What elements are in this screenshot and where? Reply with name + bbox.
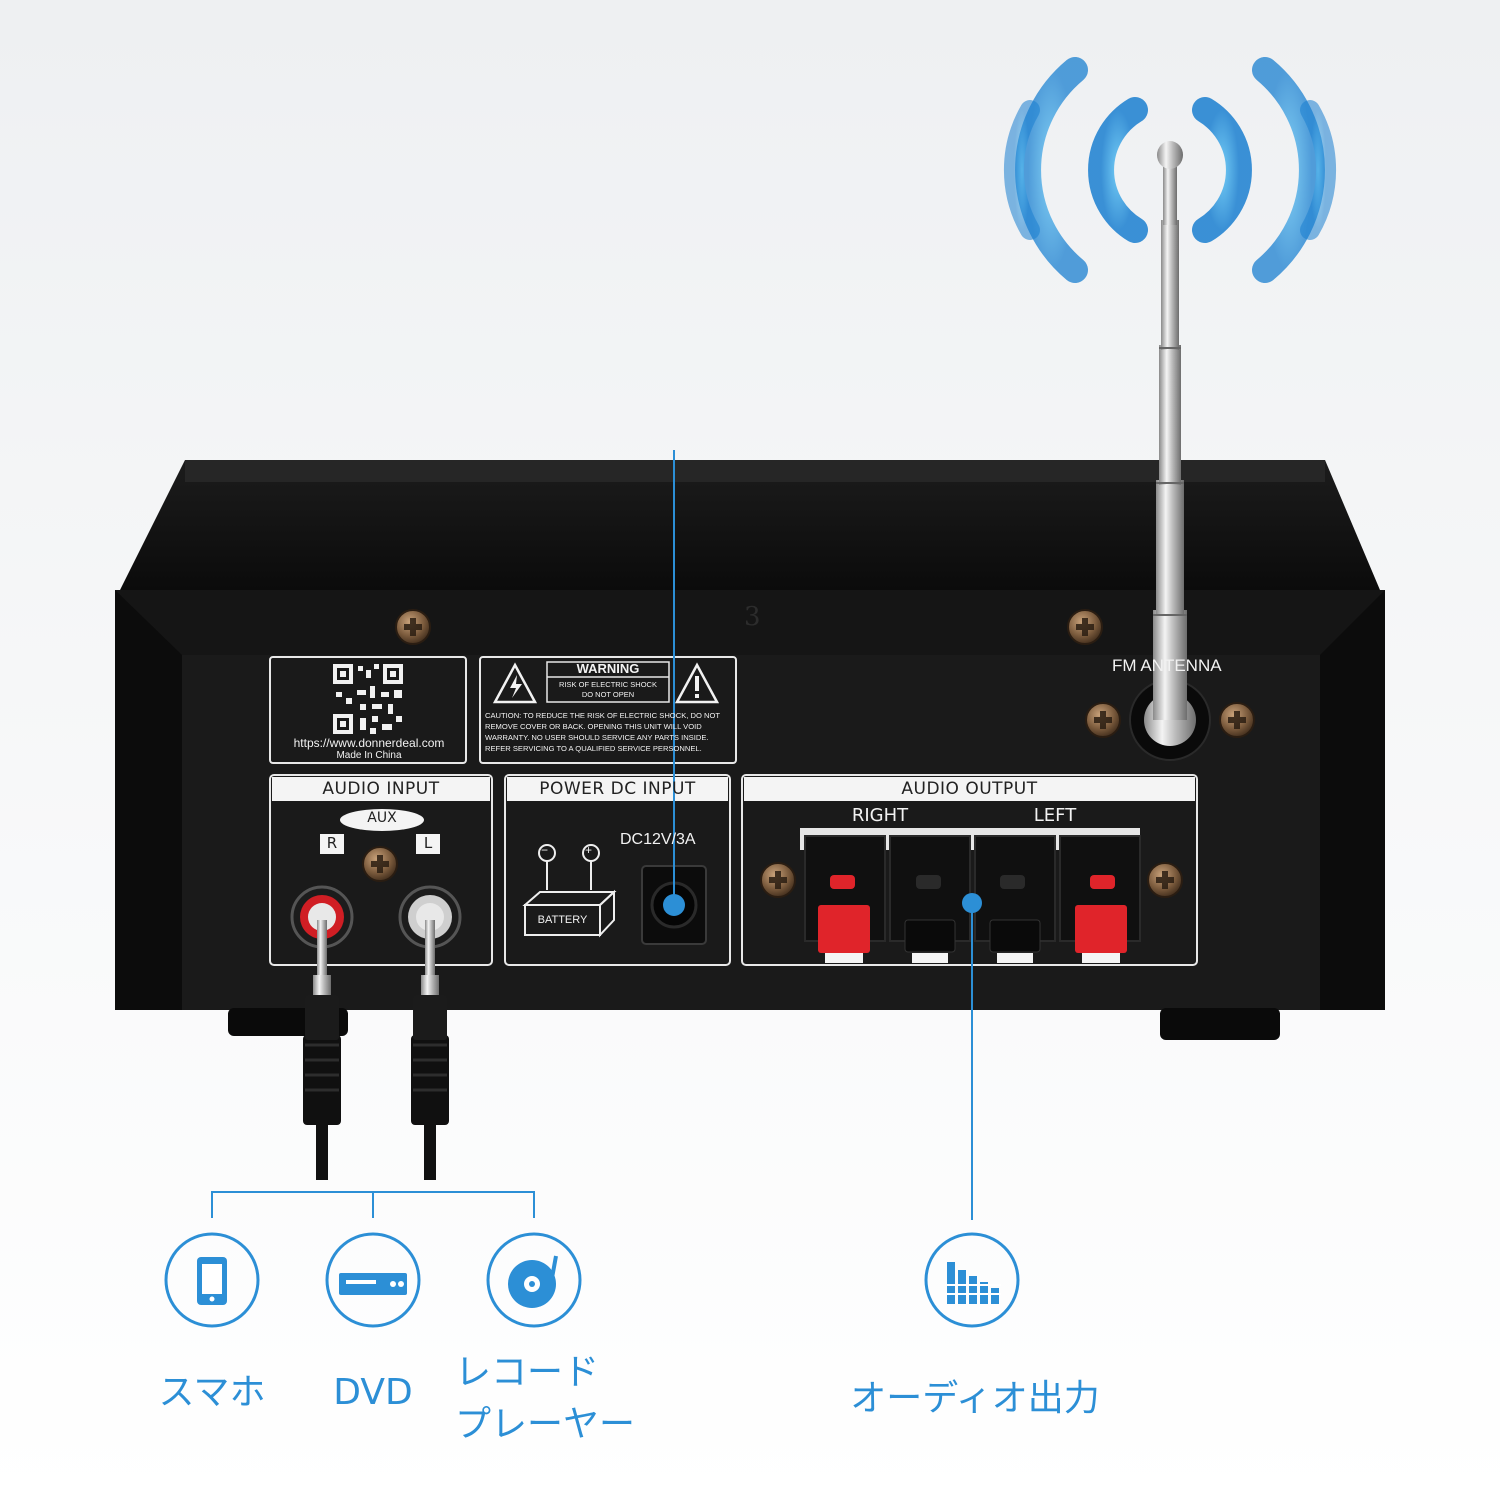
screw-icon [362,846,398,882]
antenna-label: FM ANTENNA [1112,656,1222,675]
audio-cable-plug-right [303,920,341,1180]
record-player-icon [486,1232,582,1328]
exclamation-warning-icon [674,662,720,704]
speaker-clip-right-negative[interactable] [904,919,956,963]
device-label-dvd: DVD [333,1372,413,1413]
fm-antenna[interactable] [1153,141,1187,720]
qr-code-icon [332,663,404,735]
device-label-smartphone: スマホ [158,1372,266,1413]
callout-lines [211,450,973,1220]
speaker-terminal-block [800,828,1141,942]
audio-output-panel [741,774,1198,966]
output-device-label: オーディオ出力 [850,1378,1100,1419]
qr-label [269,656,467,764]
screw-icon [760,862,796,898]
warning-sub2: DO NOT OPEN [581,690,635,699]
left-channel-label: L [423,834,433,852]
output-callout-dot [962,893,982,913]
battery-plus: + [585,843,593,857]
caution-line: REFER SERVICING TO A QUALIFIED SERVICE P… [485,744,702,753]
caution-line: CAUTION: TO REDUCE THE RISK OF ELECTRIC … [485,711,721,720]
device-label-record-player: レコード プレーヤー [455,1352,636,1445]
equalizer-icon [924,1232,1020,1328]
case-mark: 3 [744,602,761,632]
audio-input-title: AUDIO INPUT [322,779,440,799]
audio-input-panel [269,774,493,966]
power-rating: DC12V/3A [620,831,696,848]
smartphone-icon [164,1232,260,1328]
electric-shock-warning-icon [492,662,538,704]
power-callout-dot [663,894,685,916]
aux-label: AUX [367,810,397,826]
output-left-label: LEFT [1033,805,1077,826]
amplifier-top-cover [120,460,1380,590]
battery-minus: − [541,843,549,857]
screw-icon [395,609,431,645]
caution-line: WARRANTY. NO USER SHOULD SERVICE ANY PAR… [485,733,709,742]
foot-right [1160,1008,1280,1040]
screw-icon [1219,702,1255,738]
radio-wave-icon [1003,57,1337,283]
output-right-label: RIGHT [851,805,909,826]
power-dc-input-panel [504,774,731,966]
right-channel-label: R [326,834,338,852]
battery-icon [522,844,617,938]
battery-label: BATTERY [537,914,588,926]
screw-icon [1085,702,1121,738]
dvd-player-icon [325,1232,421,1328]
caution-line: REMOVE COVER OR BACK. OPENING THIS UNIT … [485,722,702,731]
audio-output-title: AUDIO OUTPUT [901,779,1038,799]
warning-sub1: RISK OF ELECTRIC SHOCK [559,680,657,689]
warning-title: WARNING [576,661,640,676]
qr-origin: Made In China [336,750,402,761]
screw-icon [1067,609,1103,645]
qr-url: https://www.donnerdeal.com [293,736,445,750]
warning-label [479,656,737,764]
speaker-clip-left-positive[interactable] [1075,905,1127,963]
audio-cable-plug-left [411,920,449,1180]
screw-icon [1147,862,1183,898]
rca-jack-left[interactable] [398,885,462,949]
power-input-title: POWER DC INPUT [539,779,696,799]
speaker-clip-left-negative[interactable] [989,919,1041,963]
speaker-clip-right-positive[interactable] [818,905,870,963]
